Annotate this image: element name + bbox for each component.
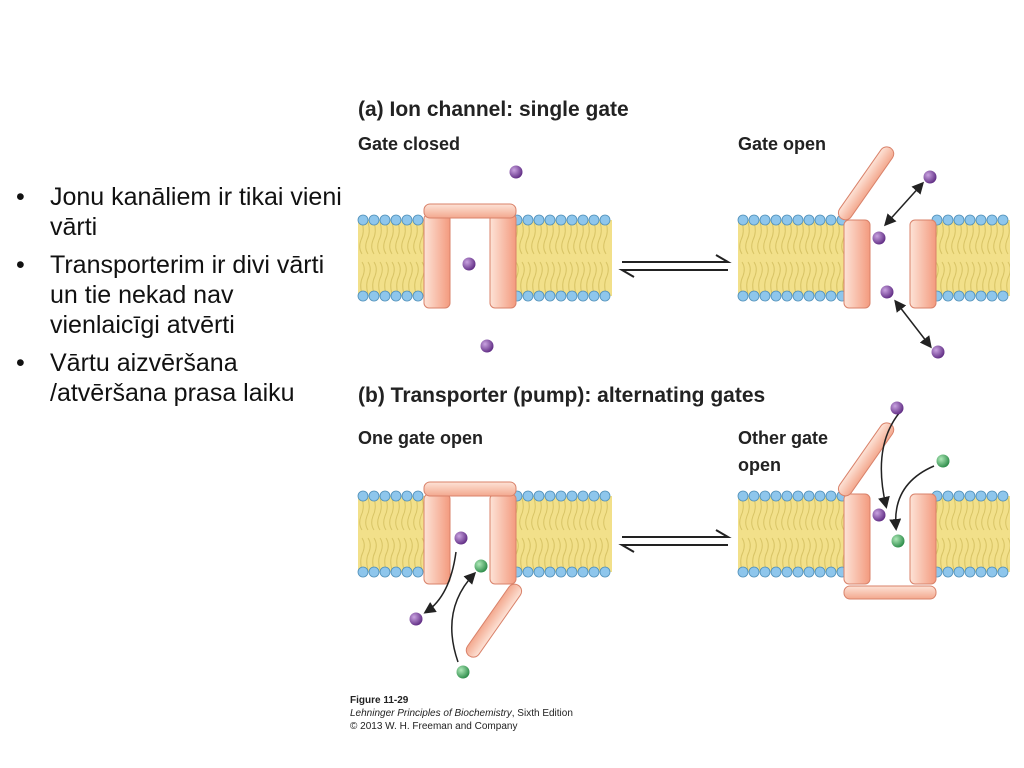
lipid-bilayer-segment	[511, 490, 612, 578]
panel-a-left-label: Gate closed	[358, 134, 460, 154]
ion-purple	[872, 231, 886, 245]
open-channel	[837, 146, 937, 309]
panel-b-left-label: One gate open	[358, 428, 483, 448]
panel-a-right-label: Gate open	[738, 134, 826, 154]
lipid-bilayer-segment	[737, 214, 848, 302]
panel-a-title: (a) Ion channel: single gate	[358, 98, 629, 121]
ion-purple	[923, 170, 937, 184]
equilibrium-arrow-a	[618, 254, 732, 278]
ion-purple	[409, 612, 423, 626]
movement-arrows	[423, 181, 935, 663]
lipid-bilayer-segment	[357, 490, 428, 578]
closed-channel	[423, 203, 517, 309]
ion-green	[891, 534, 905, 548]
panel-b-right-label-1: Other gate	[738, 428, 828, 448]
ion-purple	[931, 345, 945, 359]
membrane-transport-figure: (a) Ion channel: single gate Gate closed…	[357, 98, 1010, 679]
panel-b-right-label-2: open	[738, 455, 781, 475]
caption-book-title: Lehninger Principles of Biochemistry	[350, 708, 512, 719]
ion-purple	[462, 257, 476, 271]
lipid-bilayer-segment	[737, 490, 848, 578]
ions	[409, 165, 950, 679]
ion-purple	[880, 285, 894, 299]
ion-green	[474, 559, 488, 573]
caption-copyright: © 2013 W. H. Freeman and Company	[350, 721, 518, 732]
transporter-outer-open	[837, 422, 937, 600]
bullet-item: •Transporterim ir divi vārti un tie neka…	[16, 251, 325, 339]
ion-purple	[454, 531, 468, 545]
equilibrium-arrow-b	[618, 529, 732, 553]
ion-purple	[872, 508, 886, 522]
ion-purple	[509, 165, 523, 179]
transporter-inner-open	[423, 481, 523, 658]
lipid-bilayer-segment	[931, 490, 1010, 578]
caption-edition: , Sixth Edition	[511, 708, 573, 719]
lipid-bilayer-segment	[511, 214, 612, 302]
lipid-bilayer-segment	[357, 214, 428, 302]
ion-green	[936, 454, 950, 468]
caption-figure-number: Figure 11-29	[350, 695, 409, 706]
bullet-list: •Jonu kanāliem ir tikai vieni vārti •Tra…	[14, 182, 344, 416]
bullet-item: •Vārtu aizvēršana /atvēršana prasa laiku	[16, 349, 295, 407]
figure-caption: Figure 11-29 Lehninger Principles of Bio…	[350, 694, 670, 733]
ion-purple	[480, 339, 494, 353]
panel-b-title: (b) Transporter (pump): alternating gate…	[358, 384, 765, 407]
ion-purple	[890, 401, 904, 415]
lipid-bilayer-segment	[931, 214, 1010, 302]
bullet-item: •Jonu kanāliem ir tikai vieni vārti	[16, 183, 342, 241]
ion-green	[456, 665, 470, 679]
